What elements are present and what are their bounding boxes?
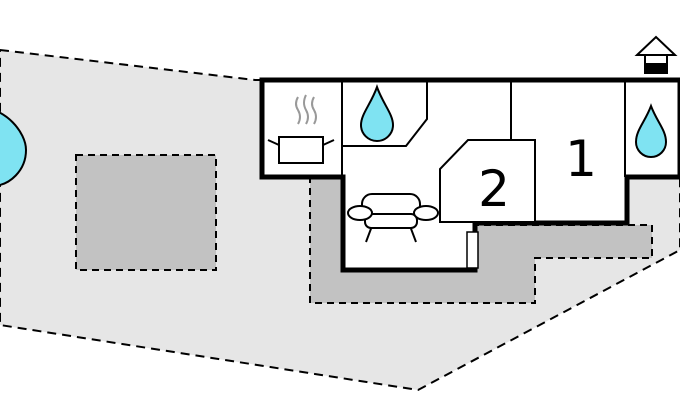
room-label-1: 1 [565,130,597,188]
bathroom2-water-drop-icon [634,103,668,158]
radiator-icon [466,231,479,269]
outbuilding-house-icon [634,35,678,74]
room-label-2: 2 [478,160,510,218]
terrace-square [75,154,217,271]
bathroom-water-drop-icon [359,83,395,142]
pool-icon [0,111,28,186]
cooking-pot-icon [267,94,335,164]
interior-walls [341,80,626,223]
sofa-icon [347,193,439,243]
